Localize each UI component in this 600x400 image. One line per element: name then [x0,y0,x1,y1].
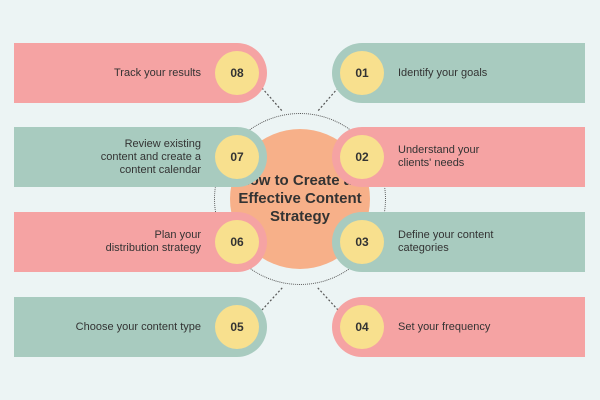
step-08: Track your results 08 [14,43,267,103]
step-07-label: Review existing content and create a con… [100,137,201,176]
step-07: Review existing content and create a con… [14,127,267,187]
step-08-badge: 08 [215,51,259,95]
step-08-label: Track your results [113,66,201,79]
step-05-label: Choose your content type [75,320,201,333]
step-06-badge: 06 [215,220,259,264]
step-05-badge: 05 [215,305,259,349]
step-03: 03 Define your content categories [332,212,585,272]
step-05: Choose your content type 05 [14,297,267,357]
connector-08 [261,87,284,113]
diagram-title: How to Create an Effective Content Strat… [238,172,362,225]
step-06-label: Plan your distribution strategy [105,229,201,254]
step-04: 04 Set your frequency [332,297,585,357]
step-03-label: Define your content categories [398,229,494,254]
connector-04 [316,286,339,311]
connector-05 [261,286,284,311]
step-06: Plan your distribution strategy 06 [14,212,267,272]
step-02: 02 Understand your clients' needs [332,127,585,187]
step-01-label: Identify your goals [398,66,488,79]
step-02-badge: 02 [340,135,384,179]
step-03-badge: 03 [340,220,384,264]
step-01: 01 Identify your goals [332,43,585,103]
step-01-badge: 01 [340,51,384,95]
step-04-label: Set your frequency [398,320,491,333]
center-dotted-ring [214,113,386,285]
step-07-badge: 07 [215,135,259,179]
step-04-badge: 04 [340,305,384,349]
connector-01 [316,87,339,113]
step-02-label: Understand your clients' needs [398,144,480,169]
